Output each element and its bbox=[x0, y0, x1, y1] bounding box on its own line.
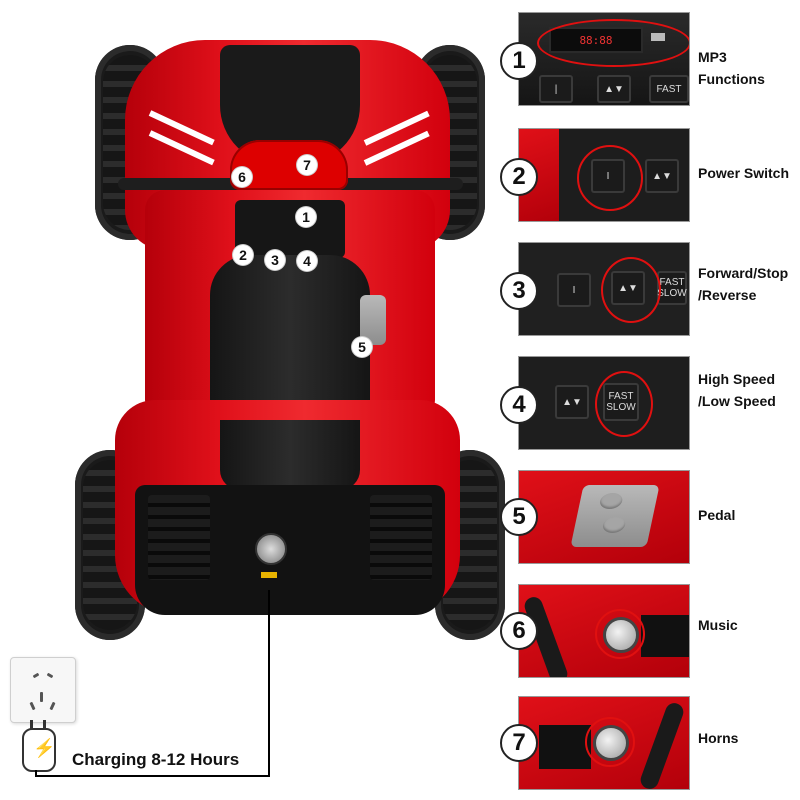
label-direction: Forward/Stop /Reverse bbox=[698, 262, 788, 306]
highlight-ring bbox=[585, 717, 635, 767]
label-music: Music bbox=[698, 614, 738, 636]
highlight-ring bbox=[601, 257, 661, 323]
atv-image bbox=[70, 0, 505, 650]
label-line: Music bbox=[698, 617, 738, 633]
speed-rocker-icon: FAST bbox=[649, 75, 689, 103]
atv-marker-5: 5 bbox=[352, 337, 372, 357]
callout-5: 5 bbox=[500, 498, 538, 536]
callout-7: 7 bbox=[500, 724, 538, 762]
panel-horns bbox=[518, 696, 690, 790]
direction-rocker-icon: ▲▼ bbox=[597, 75, 631, 103]
panel-speed: ▲▼ FAST SLOW bbox=[518, 356, 690, 450]
label-line: /Reverse bbox=[698, 287, 757, 303]
label-line: Functions bbox=[698, 71, 765, 87]
power-rocker-icon: I bbox=[557, 273, 591, 307]
fast-text: FAST bbox=[659, 277, 685, 288]
atv-marker-4: 4 bbox=[297, 251, 317, 271]
label-pedal: Pedal bbox=[698, 504, 735, 526]
rear-grille-left bbox=[148, 495, 210, 580]
charging-cable bbox=[35, 770, 37, 776]
callout-3: 3 bbox=[500, 272, 538, 310]
music-panel bbox=[641, 615, 689, 657]
power-rocker-icon: | bbox=[539, 75, 573, 103]
slow-text: SLOW bbox=[657, 288, 687, 299]
dashboard bbox=[235, 200, 345, 258]
panel-pedal bbox=[518, 470, 690, 564]
label-line: Forward/Stop bbox=[698, 265, 789, 281]
panel-power-switch: I ▲▼ bbox=[518, 128, 690, 222]
highlight-ring bbox=[595, 609, 645, 659]
charge-port bbox=[255, 533, 287, 565]
direction-rocker-icon: ▲▼ bbox=[555, 385, 589, 419]
power-plug: ⚡ bbox=[22, 720, 56, 772]
atv-marker-2: 2 bbox=[233, 245, 253, 265]
highlight-ring bbox=[577, 145, 643, 211]
atv-pedal bbox=[360, 295, 386, 345]
atv-marker-7: 7 bbox=[297, 155, 317, 175]
rear-grille-right bbox=[370, 495, 432, 580]
charging-cable bbox=[35, 775, 269, 777]
callout-6: 6 bbox=[500, 612, 538, 650]
atv-marker-1: 1 bbox=[296, 207, 316, 227]
charging-label: Charging 8-12 Hours bbox=[72, 750, 240, 769]
seat-rear bbox=[220, 420, 360, 490]
speed-rocker-icon: FAST SLOW bbox=[657, 271, 687, 305]
fast-text: FAST bbox=[656, 83, 682, 95]
callout-1: 1 bbox=[500, 42, 538, 80]
pedal-icon bbox=[570, 485, 660, 547]
label-line: Horns bbox=[698, 730, 739, 746]
label-line: Power Switch bbox=[698, 165, 790, 181]
label-line: Pedal bbox=[698, 507, 736, 523]
label-line: MP3 bbox=[698, 49, 727, 65]
panel-direction: I ▲▼ FAST SLOW bbox=[518, 242, 690, 336]
atv-marker-6: 6 bbox=[232, 167, 252, 187]
label-horns: Horns bbox=[698, 727, 738, 749]
callout-4: 4 bbox=[500, 386, 538, 424]
lightning-icon: ⚡ bbox=[33, 738, 56, 758]
label-power-switch: Power Switch bbox=[698, 162, 789, 184]
label-line: High Speed bbox=[698, 371, 776, 387]
label-speed: High Speed /Low Speed bbox=[698, 368, 776, 412]
direction-rocker-icon: ▲▼ bbox=[645, 159, 679, 193]
charging-cable bbox=[268, 590, 270, 777]
callout-2: 2 bbox=[500, 158, 538, 196]
horn-panel bbox=[539, 725, 591, 769]
panel-mp3: 88:88 | ▲▼ FAST bbox=[518, 12, 690, 106]
panel-music bbox=[518, 584, 690, 678]
charge-port-label bbox=[261, 572, 277, 578]
wall-outlet bbox=[10, 657, 76, 723]
highlight-ring bbox=[595, 371, 653, 437]
label-mp3: MP3 Functions bbox=[698, 46, 765, 90]
atv-marker-3: 3 bbox=[265, 250, 285, 270]
label-line: /Low Speed bbox=[698, 393, 776, 409]
highlight-ring bbox=[537, 19, 689, 67]
